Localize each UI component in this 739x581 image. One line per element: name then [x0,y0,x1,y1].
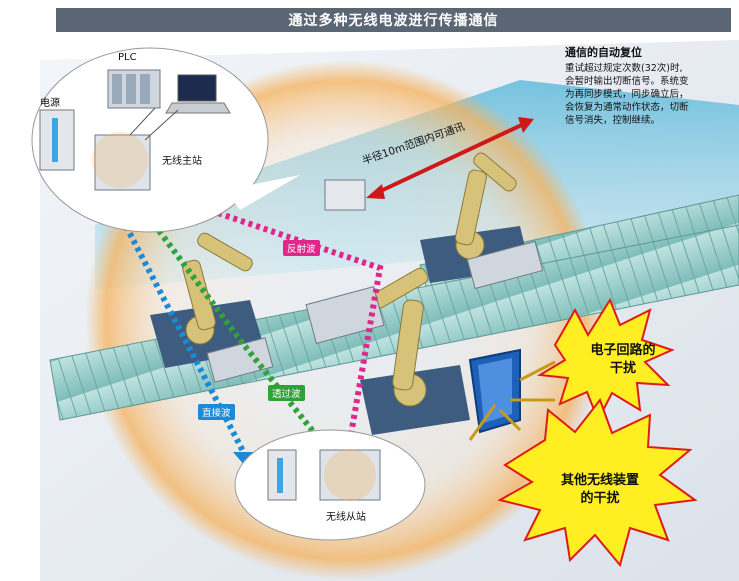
other-wireless-interference-label: 其他无线装置 的干扰 [535,472,665,508]
electronic-line: 干扰 [609,361,636,376]
master-station-device [94,134,151,191]
transmitted-wave-tag: 透过波 [268,385,305,401]
robot-right [454,152,517,260]
slave-station-device [319,449,381,501]
electronic-line: 电子回路的 [590,343,656,358]
plc-label: PLC [118,52,137,63]
power-label: 电源 [40,98,60,109]
robot-center [371,267,429,407]
recovery-line: 为再同步模式，同步确立后， [565,89,689,100]
recovery-line: 会暂时输出切断信号。系统变 [565,76,689,87]
laptop [177,74,217,102]
recovery-note: 通信的自动复位 重试超过规定次数(32次)时, 会暂时输出切断信号。系统变 为再… [565,46,735,127]
range-arrow [371,120,529,197]
diagram-title: 通过多种无线电波进行传播通信 [56,8,731,32]
recovery-line: 信号消失，控制继续。 [565,115,661,126]
other-line: 的干扰 [580,491,620,506]
electronic-interference-label: 电子回路的 干扰 [568,342,678,378]
transmitted-wave-path [137,203,323,442]
burst-other [497,397,698,568]
reflected-wave-path [149,187,384,441]
master-label: 无线主站 [162,156,202,167]
other-line: 其他无线装置 [560,473,639,488]
recovery-heading: 通信的自动复位 [565,46,642,59]
direct-wave-tag: 直接波 [198,404,235,420]
reflected-wave-tag: 反射波 [283,240,320,256]
recovery-line: 会恢复为通常动作状态，切断 [565,102,689,113]
recovery-line: 重试超过规定次数(32次)时, [565,63,683,74]
burst-electronic [536,297,675,423]
slave-label: 无线从站 [326,512,366,523]
